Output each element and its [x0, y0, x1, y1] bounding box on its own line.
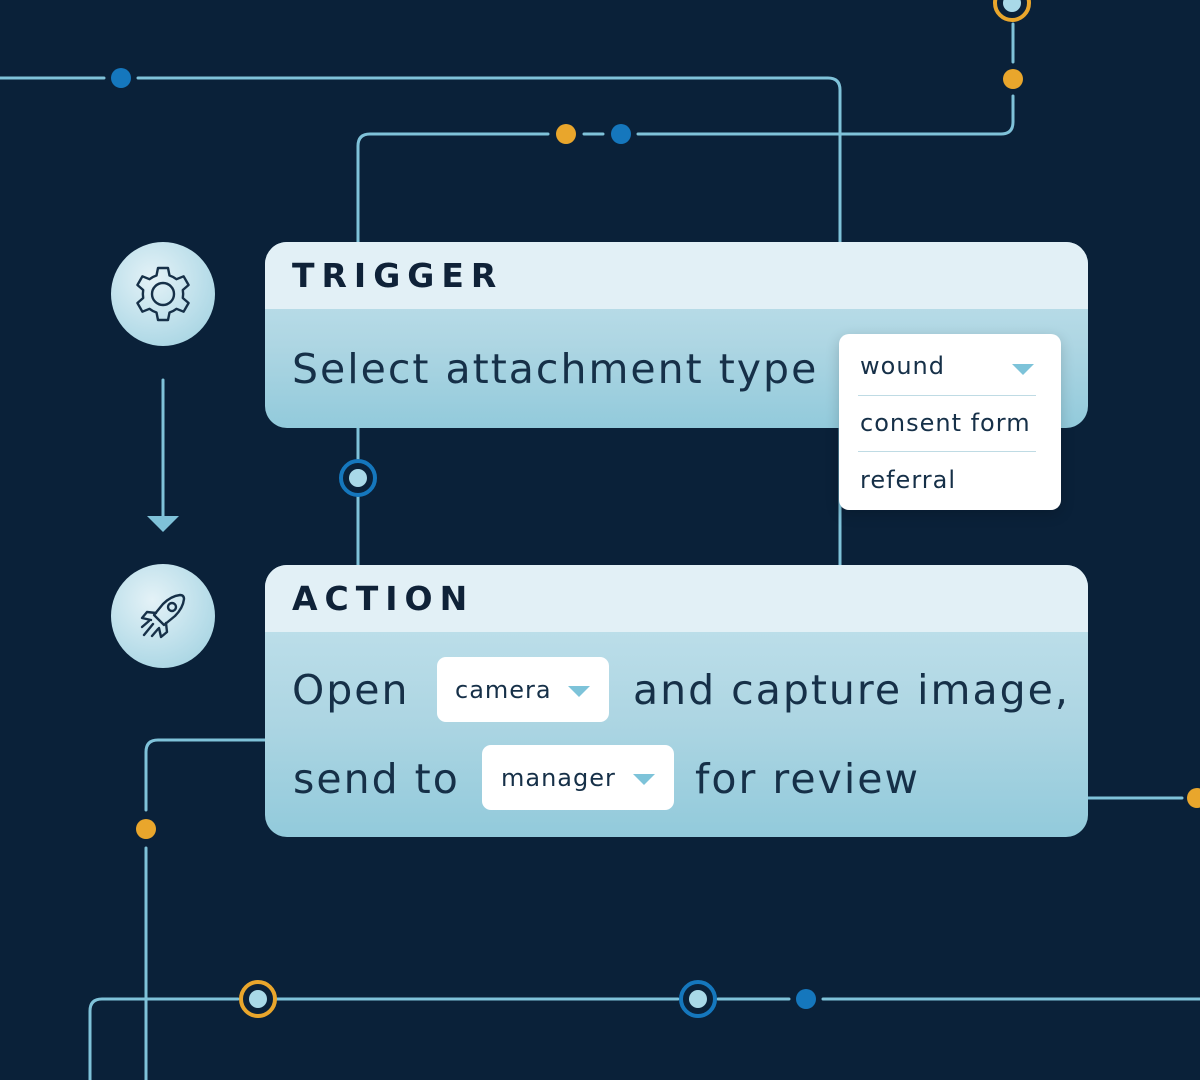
trigger-sentence: Select attachment type: [292, 345, 819, 393]
recipient-dropdown[interactable]: manager: [482, 745, 674, 810]
arrow-down-icon: [147, 516, 179, 532]
action-text-capture: and capture image,: [633, 666, 1070, 714]
node-blue: [111, 68, 131, 88]
action-text-for-review: for review: [695, 755, 920, 803]
dropdown-divider: [858, 395, 1036, 396]
action-card: ACTION Open camera and capture image, se…: [265, 565, 1088, 837]
ring-node-blue: [339, 459, 377, 497]
dropdown-option-consent-form[interactable]: consent form: [860, 409, 1031, 437]
trigger-icon-badge: [111, 242, 215, 346]
action-icon-badge: [111, 564, 215, 668]
dropdown-selected-value[interactable]: wound: [860, 352, 945, 380]
node-orange: [556, 124, 576, 144]
gear-icon: [136, 266, 190, 322]
action-text-open: Open: [292, 666, 410, 714]
device-dropdown-value: camera: [455, 676, 552, 704]
node-orange: [1187, 788, 1200, 808]
trigger-title: TRIGGER: [292, 256, 504, 295]
node-blue: [796, 989, 816, 1009]
ring-node-orange: [993, 0, 1031, 22]
attachment-type-dropdown[interactable]: wound consent form referral: [839, 334, 1061, 510]
node-orange: [136, 819, 156, 839]
action-text-send-to: send to: [293, 755, 460, 803]
ring-node-blue: [679, 980, 717, 1018]
ring-node-orange: [239, 980, 277, 1018]
chevron-down-icon[interactable]: [1012, 364, 1034, 375]
chevron-down-icon[interactable]: [633, 774, 655, 785]
node-orange: [1003, 69, 1023, 89]
trigger-card: TRIGGER Select attachment type: [265, 242, 1088, 428]
chevron-down-icon[interactable]: [568, 686, 590, 697]
device-dropdown[interactable]: camera: [437, 657, 609, 722]
action-card-header: ACTION: [265, 565, 1088, 632]
dropdown-option-referral[interactable]: referral: [860, 466, 957, 494]
action-title: ACTION: [292, 579, 475, 618]
node-blue: [611, 124, 631, 144]
recipient-dropdown-value: manager: [501, 764, 616, 792]
trigger-card-header: TRIGGER: [265, 242, 1088, 309]
rocket-icon: [140, 593, 186, 639]
dropdown-divider: [858, 451, 1036, 452]
